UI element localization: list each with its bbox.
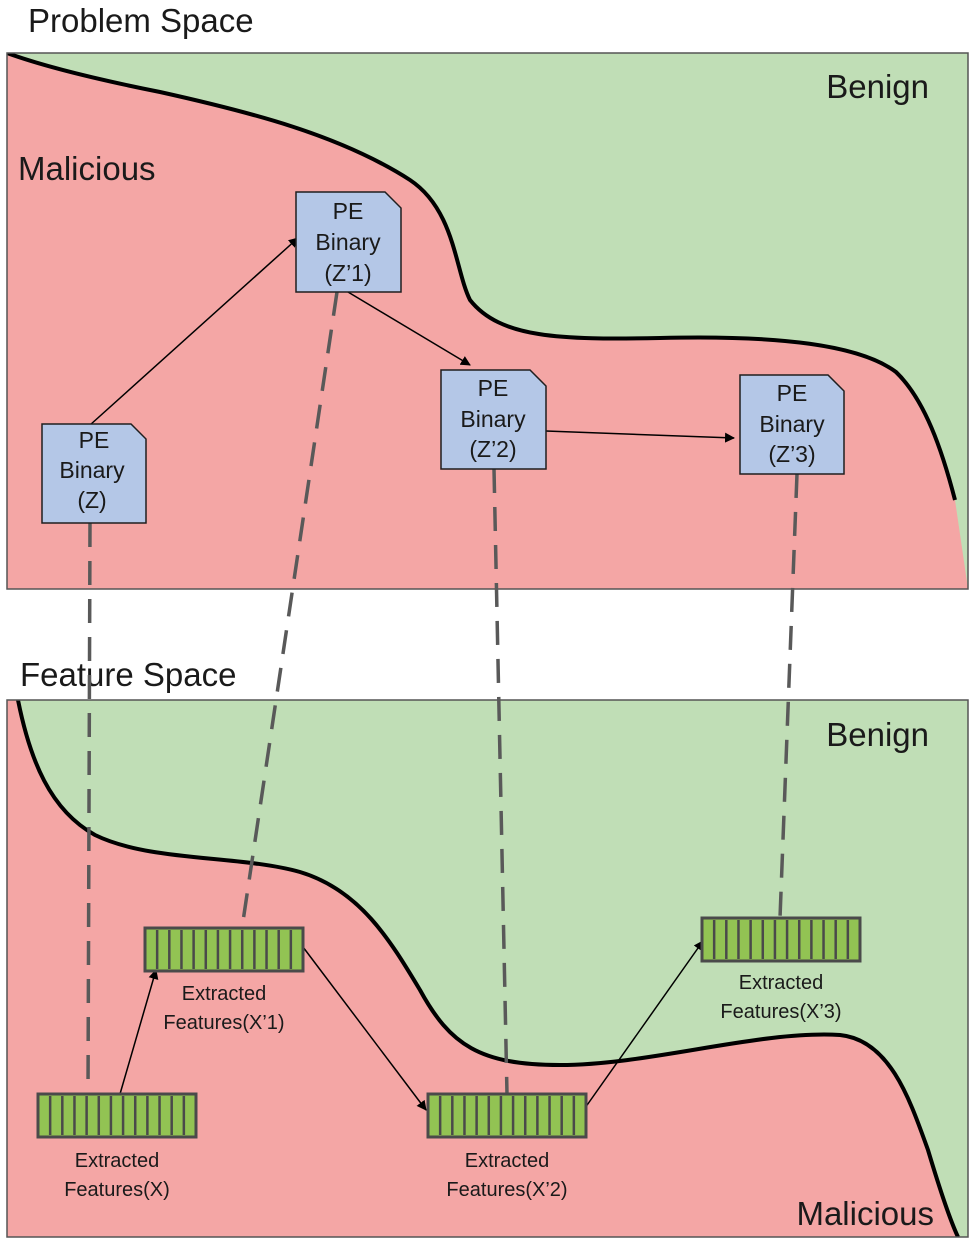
feature-benign-label: Benign (826, 716, 929, 753)
feature-vector-outline (426, 1092, 588, 1139)
problem-benign-label: Benign (826, 68, 929, 105)
pe-binary-line1: PE (333, 198, 364, 224)
pe-binary-line2: Binary (315, 229, 381, 255)
feature-vector-bar (143, 926, 305, 973)
feature-vector-x2: Extracted Features(X’2) (426, 1092, 588, 1201)
pe-binary-z3: PE Binary (Z’3) (739, 374, 845, 475)
document-icon (739, 374, 845, 475)
pe-binary-line1: PE (478, 375, 509, 401)
arrow-z1-to-z2 (347, 291, 471, 366)
pe-binary-z1: PE Binary (Z’1) (295, 191, 402, 293)
feature-vector-line1: Extracted (75, 1150, 159, 1172)
feature-vector-line1: Extracted (182, 983, 266, 1005)
feature-malicious-label: Malicious (796, 1195, 934, 1232)
feature-vector-bar (36, 1092, 198, 1139)
feature-vector-line2: Features(X’2) (446, 1179, 567, 1201)
pe-binary-line2: Binary (759, 411, 825, 437)
feature-space-frame (6, 699, 969, 1238)
problem-space-frame (6, 52, 969, 590)
mapping-line-z1 (240, 291, 339, 929)
arrow-x1-to-x2 (302, 946, 427, 1111)
mapping-line-z (86, 522, 92, 1095)
feature-vector-bar (426, 1092, 588, 1139)
arrow-x-to-x1 (119, 969, 159, 1095)
feature-vector-x1: Extracted Features(X’1) (143, 926, 305, 1034)
feature-vector-outline (700, 916, 862, 963)
pe-binary-z2: PE Binary (Z’2) (440, 369, 547, 470)
feature-vector-outline (143, 926, 305, 973)
feature-space-title: Feature Space (20, 656, 236, 693)
document-icon (440, 369, 547, 470)
document-icon (41, 423, 147, 524)
problem-space-title: Problem Space (28, 2, 254, 39)
arrow-z2-to-z3 (545, 430, 735, 443)
pe-binary-line1: PE (777, 380, 808, 406)
feature-vector-outline (36, 1092, 198, 1139)
pe-binary-line3: (Z’1) (324, 260, 371, 286)
pe-binary-line3: (Z) (77, 487, 106, 513)
mapping-line-z2 (492, 468, 509, 1095)
pe-binary-line3: (Z’3) (768, 441, 815, 467)
feature-vector-line2: Features(X’1) (163, 1012, 284, 1034)
problem-benign-region (7, 53, 968, 589)
pe-binary-line2: Binary (59, 457, 125, 483)
pe-binary-line1: PE (79, 427, 110, 453)
document-icon (295, 191, 402, 293)
feature-vector-bar (700, 916, 862, 963)
feature-vector-line2: Features(X’3) (720, 1001, 841, 1023)
problem-space-panel (7, 53, 968, 589)
feature-vector-line1: Extracted (739, 972, 823, 994)
feature-vector-x3: Extracted Features(X’3) (700, 916, 862, 1023)
arrow-z-to-z1 (89, 237, 299, 426)
feature-decision-boundary (16, 700, 960, 1237)
feature-vector-x: Extracted Features(X) (36, 1092, 198, 1201)
problem-malicious-label: Malicious (18, 150, 156, 187)
problem-decision-boundary (7, 53, 957, 501)
pe-binary-line3: (Z’2) (469, 436, 516, 462)
pe-binary-line2: Binary (460, 406, 526, 432)
arrow-x2-to-x3 (584, 940, 704, 1109)
feature-vector-line1: Extracted (465, 1150, 549, 1172)
feature-vector-line2: Features(X) (64, 1179, 170, 1201)
pe-binary-z: PE Binary (Z) (41, 423, 147, 524)
